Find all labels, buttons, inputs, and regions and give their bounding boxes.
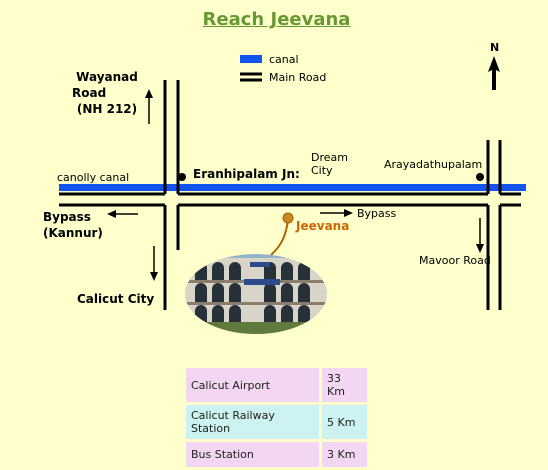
place-cell: Calicut Railway Station <box>186 405 319 439</box>
legend-main-road-label: Main Road <box>269 71 327 84</box>
jeevana-building-photo <box>185 254 327 334</box>
map-title: Reach Jeevana <box>202 9 351 30</box>
bypass-left-arrow-icon <box>107 210 138 218</box>
dream-line-2: City <box>311 164 333 177</box>
jeevana-label: Jeevana <box>296 219 350 233</box>
distance-cell: 5 Km <box>322 405 367 439</box>
bypass-left-line-2: (Kannur) <box>43 226 103 240</box>
place-cell: Calicut Airport <box>186 368 319 402</box>
distance-cell: 33 Km <box>322 368 367 402</box>
dream-line-1: Dream <box>311 151 348 164</box>
eranhipalam-label: Eranhipalam Jn: <box>193 167 300 181</box>
calicut-city-label: Calicut City <box>77 292 155 306</box>
north-arrow-icon <box>488 56 500 90</box>
mavoor-arrow-icon <box>476 218 484 253</box>
table-row: Calicut Railway Station 5 Km <box>186 405 367 439</box>
canolly-canal <box>59 184 526 191</box>
eranhipalam-junction-dot <box>178 173 186 181</box>
route-map <box>59 55 526 334</box>
wayanad-line-3: (NH 212) <box>76 102 138 116</box>
table-row: Bus Station 3 Km <box>186 442 367 467</box>
wayanad-arrow-icon <box>145 89 153 124</box>
arayadathupalam-label: Arayadathupalam <box>384 158 483 171</box>
north-label: N <box>490 41 500 54</box>
bypass-left-line-1: Bypass <box>43 210 91 224</box>
bypass-right-arrow-icon <box>320 209 353 217</box>
table-row: Calicut Airport 33 Km <box>186 368 367 402</box>
bypass-kannur-label: Bypass (Kannur) <box>43 209 103 241</box>
wayanad-road-label: Wayanad Road (NH 212) <box>72 69 142 117</box>
wayanad-line-2: Road <box>72 86 107 100</box>
place-cell: Bus Station <box>186 442 319 467</box>
bypass-right-label: Bypass <box>357 207 397 220</box>
jeevana-pin-icon <box>270 212 294 256</box>
distance-cell: 3 Km <box>322 442 367 467</box>
calicut-arrow-icon <box>150 246 158 281</box>
arayadathupalam-dot <box>476 173 484 181</box>
canolly-canal-label: canolly canal <box>57 171 130 184</box>
distance-table: Calicut Airport 33 Km Calicut Railway St… <box>183 365 370 470</box>
legend-canal-label: canal <box>269 53 299 66</box>
dream-city-label: Dream City <box>311 151 348 177</box>
legend-canal-swatch <box>240 55 262 63</box>
wayanad-line-1: Wayanad <box>76 70 138 84</box>
mavoor-road-label: Mavoor Road <box>419 254 491 267</box>
